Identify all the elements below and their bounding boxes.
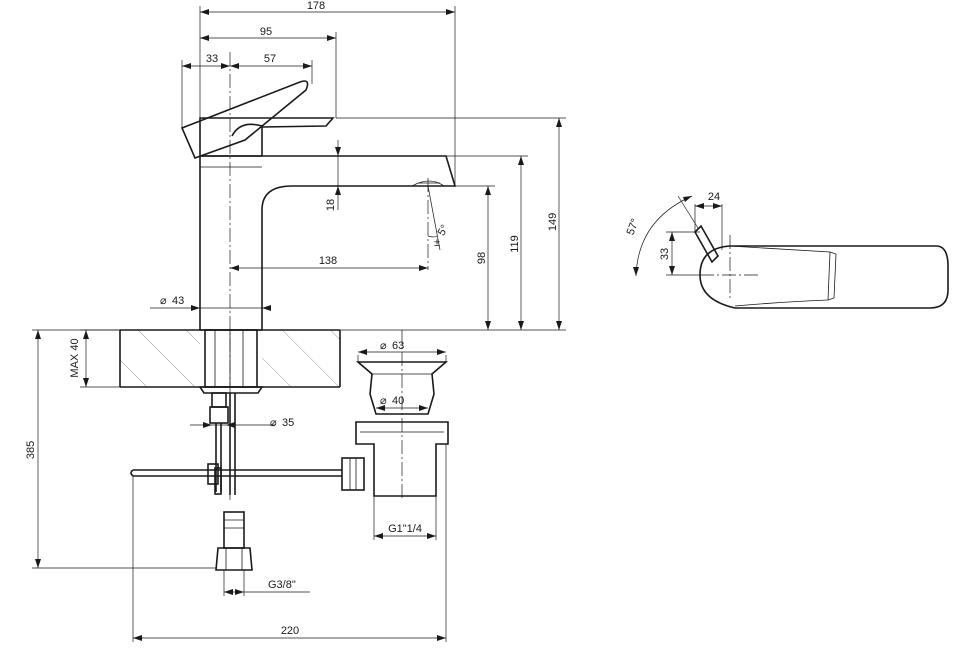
dim-rod-length: 220 xyxy=(281,625,299,637)
dim-body-diameter: 43 xyxy=(172,295,184,307)
diameter-symbol-35: ⌀ xyxy=(270,417,277,429)
dim-outlet-angle: 5° xyxy=(436,223,452,238)
dim-waste-diameter: 63 xyxy=(392,340,404,352)
lever-open xyxy=(180,80,309,160)
faucet-body xyxy=(199,156,412,331)
plan-lever-width: 24 xyxy=(708,191,720,203)
plan-lever-angle: 57° xyxy=(625,217,642,237)
lever-closed xyxy=(199,117,335,157)
dim-plug-diameter: 40 xyxy=(392,395,404,407)
countertop-section xyxy=(119,329,341,394)
faucet-elevation xyxy=(180,80,457,331)
supply-connector xyxy=(223,511,245,549)
dim-spout-reach: 138 xyxy=(319,255,337,267)
plan-view xyxy=(633,195,949,309)
diameter-symbol-40: ⌀ xyxy=(380,395,387,407)
dim-max-deck: MAX 40 xyxy=(69,338,81,377)
plan-lever xyxy=(694,224,719,264)
plan-handle xyxy=(699,245,949,309)
dim-lever-reach: 95 xyxy=(260,26,272,38)
dim-overall-depth: 178 xyxy=(307,0,325,12)
plus-minus-symbol: ± xyxy=(434,237,440,249)
dim-connector-thread: G3/8" xyxy=(268,579,296,591)
plan-lever-offset: 33 xyxy=(659,248,671,260)
dim-lever-back: 33 xyxy=(206,53,218,65)
dim-lever-front: 57 xyxy=(264,53,276,65)
dim-waste-thread: G1"1/4 xyxy=(388,523,422,535)
pull-rod xyxy=(130,469,342,477)
dim-outlet-height: 119 xyxy=(509,235,521,253)
dim-spout-height: 98 xyxy=(476,252,488,264)
diameter-symbol: ⌀ xyxy=(160,295,167,307)
dim-total-height: 149 xyxy=(547,213,559,231)
dim-spout-thickness: 18 xyxy=(325,199,337,211)
center-lines xyxy=(229,52,760,500)
dimension-lines xyxy=(32,6,566,642)
spout xyxy=(200,155,457,187)
dim-shank-diameter: 35 xyxy=(282,417,294,429)
diameter-symbol-63: ⌀ xyxy=(380,340,387,352)
dimension-labels: 178 95 33 57 18 5° ± 138 43 ⌀ 98 119 149… xyxy=(25,0,720,637)
under-deck-parts xyxy=(130,361,449,571)
waste-plug xyxy=(355,361,449,415)
dim-flexible-length: 385 xyxy=(25,441,37,459)
